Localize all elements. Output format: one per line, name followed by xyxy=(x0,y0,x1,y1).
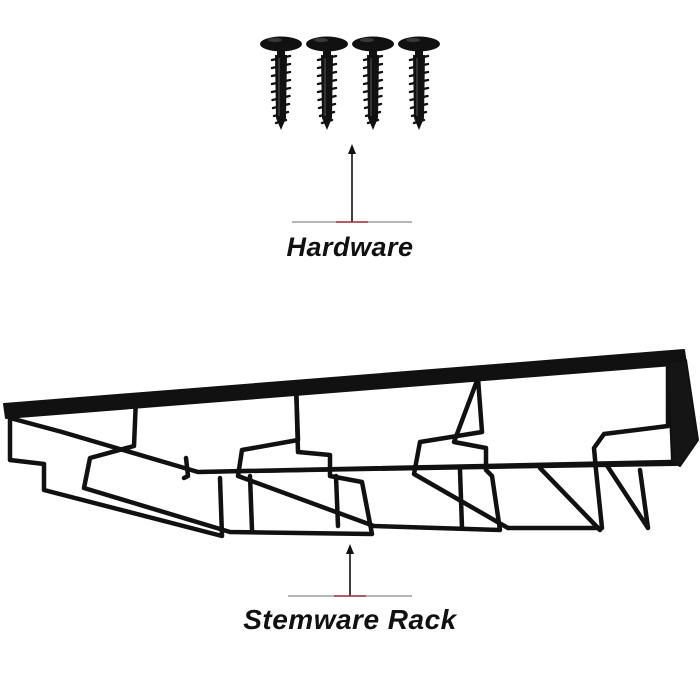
screws-group xyxy=(258,35,442,132)
stemware-rack xyxy=(3,349,699,539)
screw-3 xyxy=(350,35,396,132)
stemware-rack-label: Stemware Rack xyxy=(243,604,457,635)
rack-arrow xyxy=(346,544,354,596)
screw-1 xyxy=(258,35,304,132)
hardware-arrow xyxy=(348,144,356,222)
screw-4 xyxy=(396,35,442,132)
hardware-label: Hardware xyxy=(286,232,414,262)
screw-2 xyxy=(304,35,350,132)
